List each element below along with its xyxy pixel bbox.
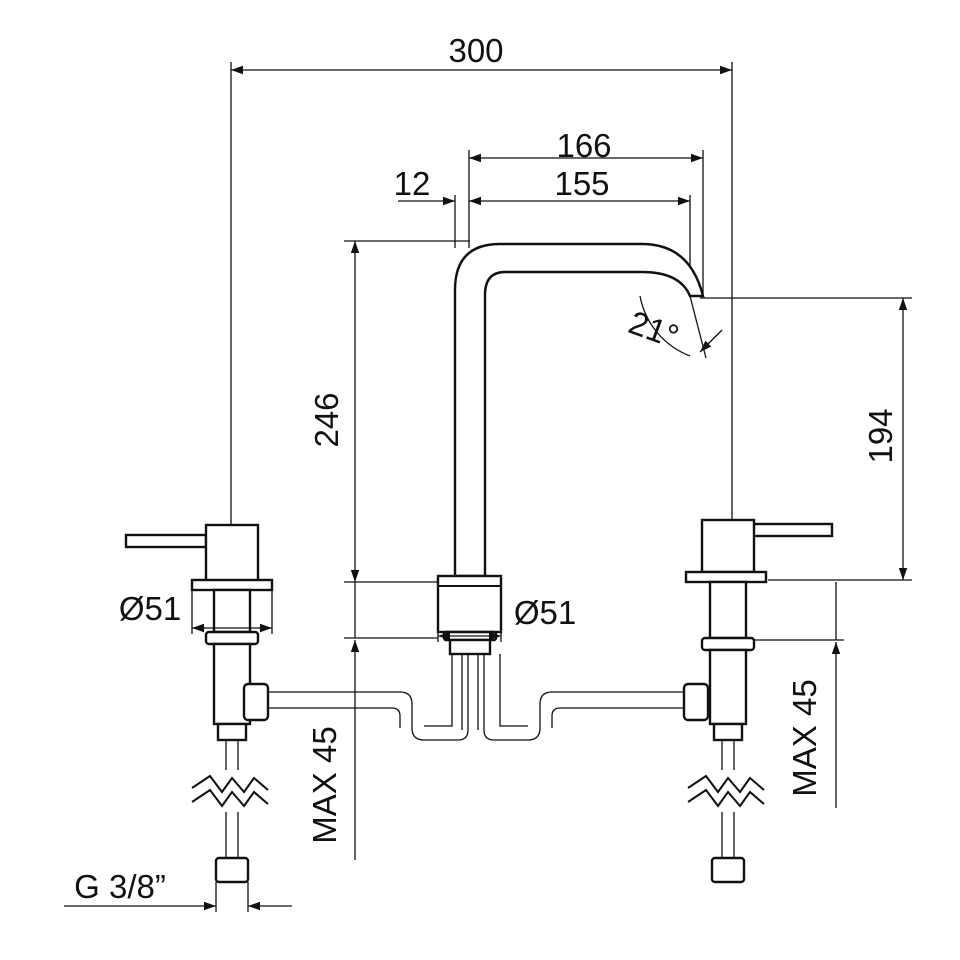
- dimension-base-center: Ø51: [437, 594, 576, 642]
- right-valve-flange: [700, 636, 756, 652]
- label-194: 194: [862, 408, 899, 463]
- spout-body: [453, 242, 705, 578]
- connecting-hoses: [242, 654, 710, 741]
- label-155: 155: [554, 165, 609, 202]
- label-g-3-8: G 3/8”: [74, 868, 166, 905]
- left-valve-body: [204, 523, 260, 583]
- left-valve-nut: [216, 722, 248, 742]
- left-hose-inner: [268, 707, 401, 728]
- left-valve-flange: [204, 630, 260, 646]
- right-valve-body: [700, 518, 756, 574]
- label-246: 246: [308, 392, 345, 447]
- angle-arrow: [699, 329, 723, 353]
- left-valve-block: [212, 588, 252, 634]
- right-valve-block: [708, 580, 748, 640]
- spout-base: [436, 574, 503, 634]
- right-break-line-a: [687, 774, 765, 794]
- left-valve-rosette: [190, 578, 274, 592]
- right-hose-fitting: [710, 856, 746, 884]
- dimension-thread: G 3/8”: [64, 868, 292, 912]
- right-hose-outer: [483, 654, 684, 741]
- label-o51-center: Ø51: [514, 594, 576, 631]
- label-166: 166: [556, 127, 611, 164]
- dimension-spout-reach: 166 155 12: [394, 127, 704, 296]
- spout-nut: [448, 638, 492, 656]
- label-max45-left: MAX 45: [306, 726, 343, 843]
- right-hose-inner-b: [499, 654, 528, 727]
- left-break-line-a: [191, 774, 269, 794]
- right-valve-rosette: [684, 570, 768, 584]
- left-valve-shank: [212, 642, 252, 726]
- right-valve: [684, 518, 834, 884]
- right-hose-connector: [682, 682, 710, 722]
- left-break-line-b: [191, 788, 269, 808]
- dimension-base-left: Ø51: [119, 590, 273, 634]
- left-valve: [124, 523, 274, 884]
- left-hose-connector: [242, 682, 270, 722]
- label-300: 300: [448, 32, 503, 69]
- angle-arc: [639, 295, 691, 357]
- dimension-max-thickness-left: MAX 45: [306, 582, 438, 860]
- dimension-spout-height: 246: [308, 240, 470, 583]
- right-valve-shank: [708, 648, 748, 726]
- dimension-overall-width: 300: [230, 32, 733, 525]
- dimension-max-thickness-right: MAX 45: [754, 582, 844, 808]
- right-hose-inner: [551, 707, 684, 728]
- left-hose-inner-b: [424, 654, 453, 727]
- label-21-degrees: 21°: [624, 303, 684, 355]
- label-o51-left: Ø51: [119, 590, 181, 627]
- right-break-line-b: [687, 788, 765, 808]
- left-hose-fitting: [214, 856, 250, 884]
- label-max45-right: MAX 45: [786, 679, 823, 796]
- dimension-spout-angle: 21°: [624, 295, 723, 359]
- left-lever-handle: [124, 533, 208, 549]
- right-lever-handle: [750, 522, 834, 538]
- label-12: 12: [394, 165, 431, 202]
- left-hose-outer: [268, 654, 469, 741]
- right-valve-nut: [712, 722, 744, 742]
- dimension-outlet-height: 194: [700, 297, 912, 581]
